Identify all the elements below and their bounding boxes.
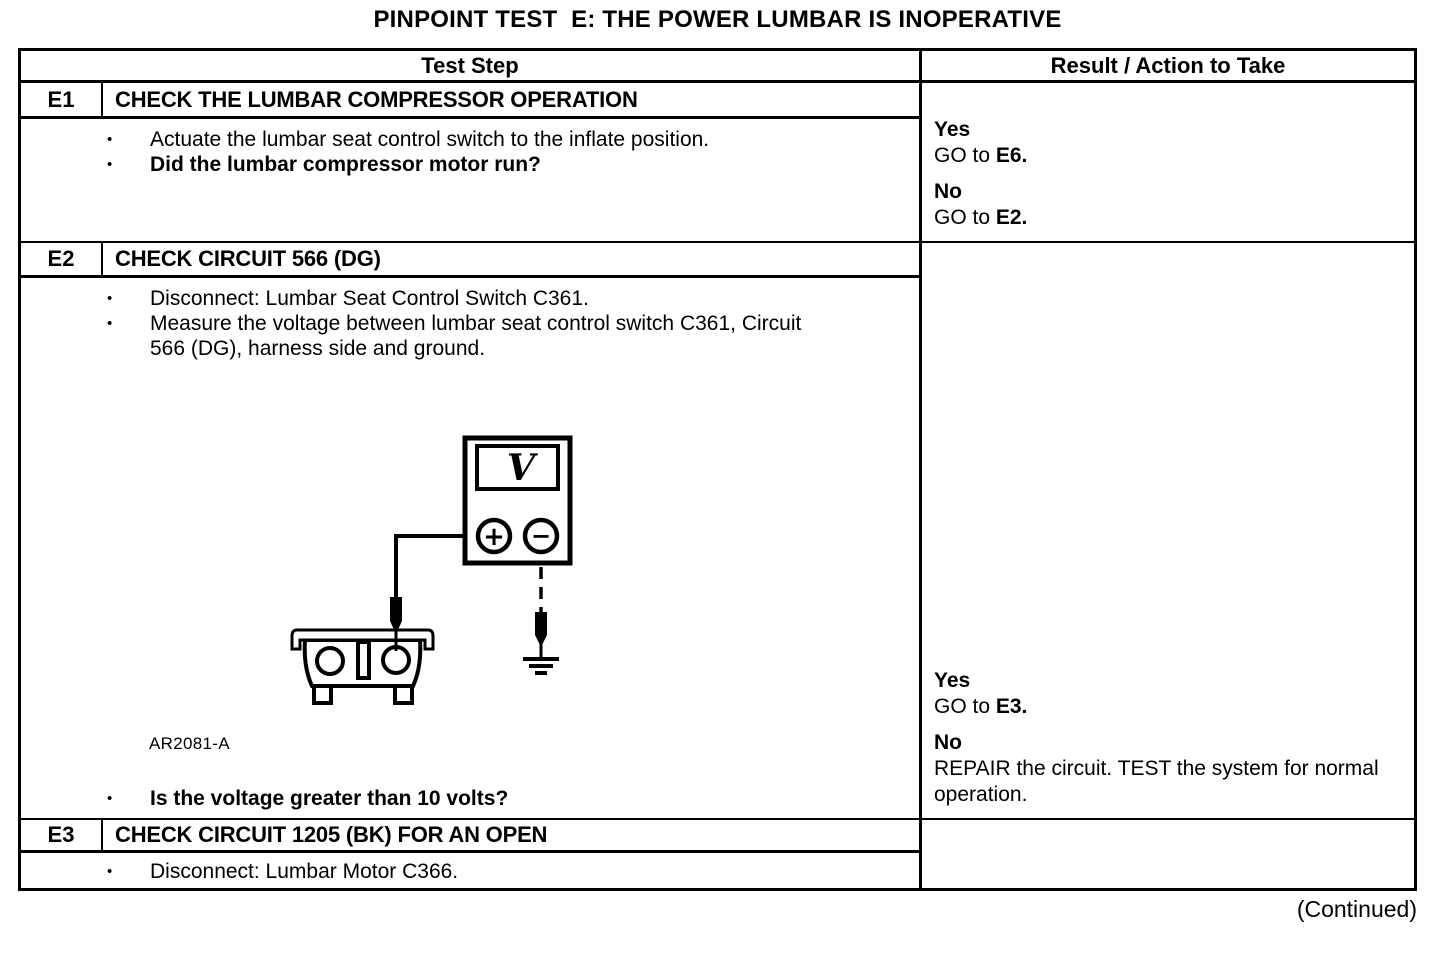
step-id-e3: E3 [21,820,103,853]
step-body-e1: • Actuate the lumbar seat control switch… [21,119,922,243]
column-header-test-step: Test Step [21,51,922,83]
negative-terminal [522,517,560,555]
result-answer: Yes [934,118,971,141]
bullet-icon: • [107,863,113,880]
result-yes-e1: Yes GO to E6. [934,117,1402,169]
result-answer: Yes [934,669,971,692]
result-no-e1: No GO to E2. [934,179,1402,231]
step-body-e2: • Disconnect: Lumbar Seat Control Switch… [21,278,922,820]
list-item: • Did the lumbar compressor motor run? [107,153,541,176]
result-cell-e3 [922,820,1414,888]
voltmeter-display [475,444,560,491]
bullet-icon: • [107,315,113,332]
ground-icon [523,657,559,675]
list-item: • Disconnect: Lumbar Motor C366. [107,860,459,883]
result-action: REPAIR the circuit. TEST the system for … [934,757,1379,806]
bullet-icon: • [107,290,113,307]
positive-probe-icon [390,597,402,634]
list-item: • Disconnect: Lumbar Seat Control Switch… [107,287,589,310]
bullet-icon: • [107,131,113,148]
pinpoint-test-table: Test Step Result / Action to Take E1 CHE… [18,48,1417,891]
column-header-result: Result / Action to Take [922,51,1414,83]
list-item: • Actuate the lumbar seat control switch… [107,128,710,151]
result-no-e2: No REPAIR the circuit. TEST the system f… [934,730,1402,808]
step-body-e3: • Disconnect: Lumbar Motor C366. [21,853,922,888]
result-action: GO to E6. [934,144,1028,167]
step-title-e3: CHECK CIRCUIT 1205 (BK) FOR AN OPEN [103,820,922,853]
continued-note: (Continued) [1296,896,1417,922]
voltmeter-icon: V + − [462,435,573,566]
step-title-e2: CHECK CIRCUIT 566 (DG) [103,243,922,278]
figure-label: AR2081-A [149,734,230,753]
voltmeter-test-figure: V + − [280,431,600,711]
voltmeter-diagram: V + − [290,435,573,705]
bullet-icon: • [107,790,113,807]
connector-icon [290,628,435,705]
connector-pin-left [315,646,345,676]
result-cell-e2: Yes GO to E3. No REPAIR the circuit. TES… [922,243,1414,820]
result-action: GO to E3. [934,695,1028,718]
step-title-e1: CHECK THE LUMBAR COMPRESSOR OPERATION [103,83,922,119]
step-id-e2: E2 [21,243,103,278]
connector-foot [393,684,414,705]
step-id-e1: E1 [21,83,103,119]
connector-keyway [356,640,371,680]
plus-terminal-icon: + [483,522,505,552]
result-cell-e1: Yes GO to E6. No GO to E2. [922,83,1414,243]
result-yes-e2: Yes GO to E3. [934,668,1402,720]
volts-symbol: V [507,447,538,489]
list-item: • Measure the voltage between lumbar sea… [107,312,802,360]
bullet-icon: • [107,156,113,173]
result-action: GO to E2. [934,206,1028,229]
result-answer: No [934,731,962,754]
connector-foot [312,684,333,705]
positive-terminal [475,517,513,555]
page-title: PINPOINT TEST E: THE POWER LUMBAR IS INO… [373,6,1062,33]
list-item: • Is the voltage greater than 10 volts? [107,787,509,810]
negative-probe-icon [535,612,547,647]
result-answer: No [934,180,962,203]
minus-terminal-icon: − [531,522,551,550]
